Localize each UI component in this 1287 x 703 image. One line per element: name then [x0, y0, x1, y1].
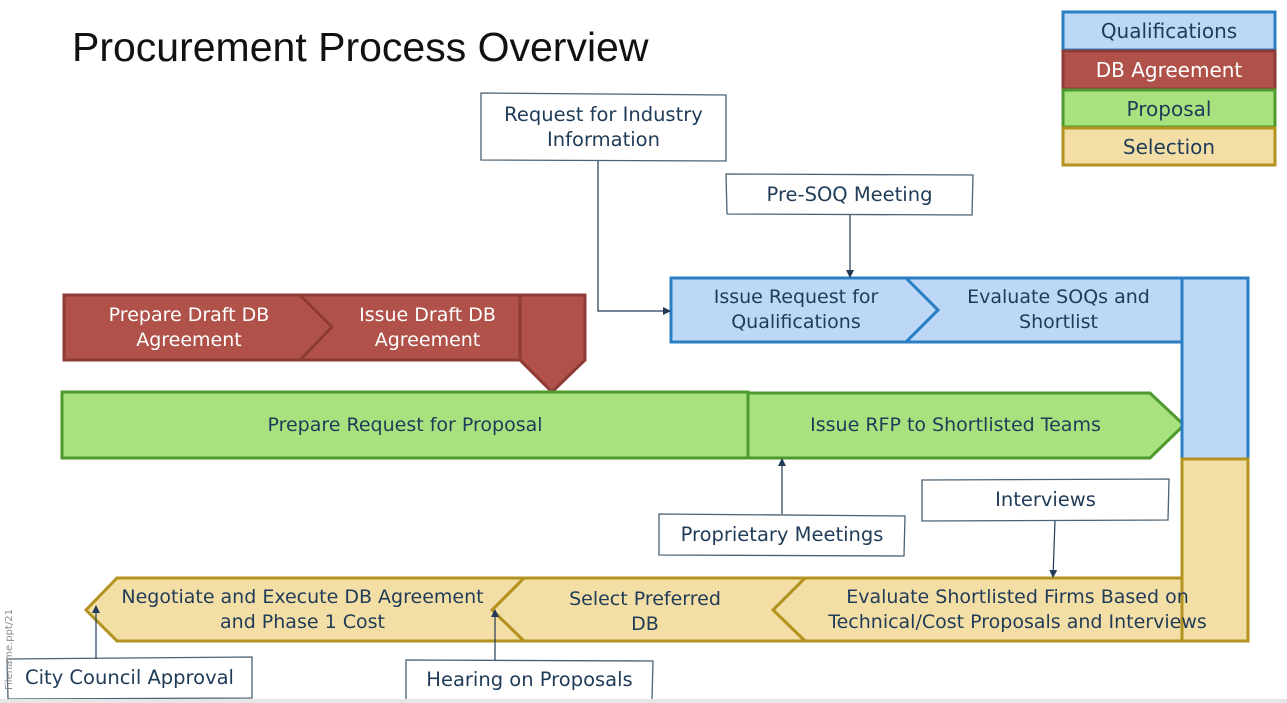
note-proprietary-box: [658, 513, 906, 557]
step-prepare-rfp: Prepare Request for Proposal: [267, 413, 543, 436]
note-request-industry-info-box: [480, 92, 727, 162]
bottom-divider: [0, 699, 1287, 703]
footer-filename: Filename.ppt/21: [4, 609, 15, 690]
evaluate-soqs-shape: [902, 276, 1184, 344]
connector-interviews-to-evaluate: [1049, 520, 1058, 578]
page-title: Procurement Process Overview: [72, 24, 649, 70]
step-prepare-draft-db: Prepare Draft DB Agreement: [108, 304, 270, 351]
note-pre-soq-meeting: Pre-SOQ Meeting: [766, 182, 933, 206]
step-evaluate-shortlisted: Evaluate Shortlisted Firms Based on Tech…: [828, 586, 1207, 633]
legend-label-selection: Selection: [1122, 134, 1216, 159]
note-interviews-box: [921, 478, 1170, 522]
legend-label-db-agreement: DB Agreement: [1095, 58, 1243, 82]
step-negotiate: Negotiate and Execute DB Agreement and P…: [121, 586, 484, 633]
connector-industry-to-rfq: [597, 161, 671, 315]
step-issue-draft-db: Issue Draft DB Agreement: [359, 304, 496, 351]
step-issue-rfq: Issue Request for Qualifications: [713, 286, 879, 333]
note-hearing-on-proposals: Hearing on Proposals: [426, 668, 633, 692]
db-connector-arrow: [518, 293, 587, 395]
prepare-rfp-shape: [60, 390, 750, 460]
legend-qualifications-swatch: [1061, 10, 1277, 52]
legend-label-qualifications: Qualifications: [1100, 19, 1238, 43]
qualifications-vertical-bar: [1180, 276, 1250, 461]
legend-selection-swatch: [1061, 126, 1277, 167]
step-issue-rfp: Issue RFP to Shortlisted Teams: [810, 414, 1101, 437]
note-proprietary-meetings: Proprietary Meetings: [680, 523, 884, 547]
issue-rfp-shape: [746, 391, 1187, 460]
legend-label-proposal: Proposal: [1126, 96, 1212, 121]
note-request-industry-info: Request for Industry Information: [504, 102, 703, 151]
legend-db-agreement-swatch: [1061, 49, 1277, 91]
note-interviews: Interviews: [995, 488, 1096, 512]
step-select-preferred: Select Preferred DB: [569, 588, 721, 635]
note-city-council-approval: City Council Approval: [25, 666, 234, 690]
note-pre-soq-box: [725, 173, 974, 216]
note-city-council-box: [6, 656, 253, 700]
step-evaluate-soqs: Evaluate SOQs and Shortlist: [967, 286, 1150, 333]
